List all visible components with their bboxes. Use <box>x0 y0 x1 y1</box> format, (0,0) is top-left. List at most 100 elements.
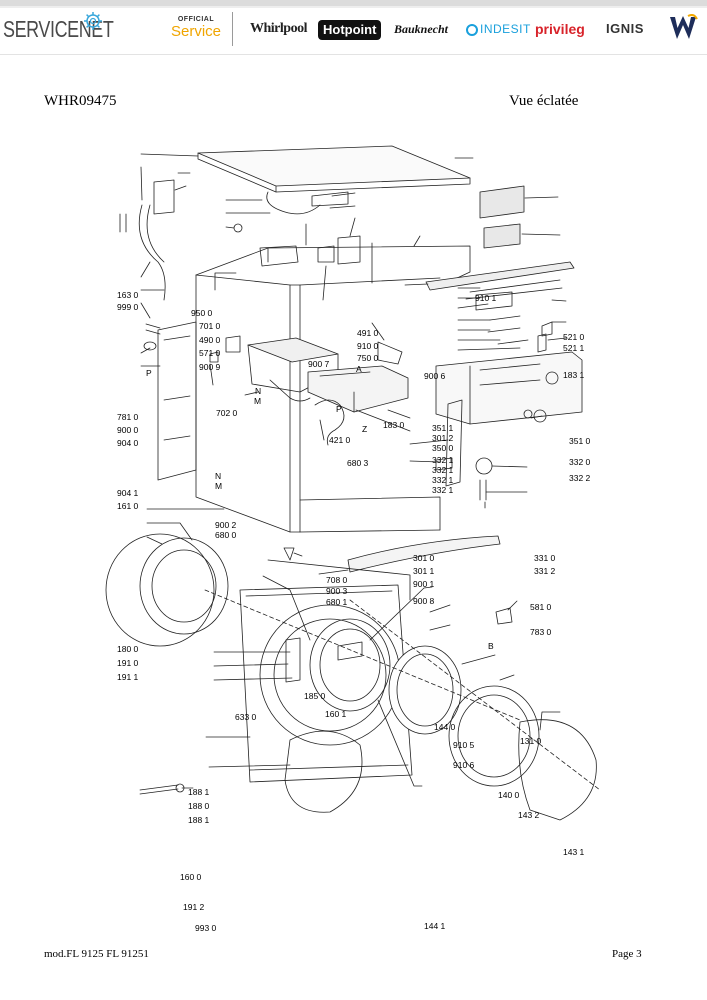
header-stripe-light <box>0 6 707 8</box>
callout-900-2: 900 2 <box>215 520 237 530</box>
callout-332-1-c: 332 1 <box>432 475 454 485</box>
callout-188-0: 188 0 <box>188 801 210 811</box>
callout-900-0: 900 0 <box>117 425 139 435</box>
callout-140-0: 140 0 <box>498 790 520 800</box>
header-bottom-rule <box>0 54 707 55</box>
callout-350-0: 350 0 <box>432 443 454 453</box>
callout-191-2: 191 2 <box>183 902 205 912</box>
official-label: OFFICIAL <box>177 16 215 23</box>
callout-999-0: 999 0 <box>117 302 139 312</box>
callout-180-0: 180 0 <box>117 644 139 654</box>
callout-332-2: 332 2 <box>569 473 591 483</box>
callout-160-0: 160 0 <box>180 872 202 882</box>
callout-144-1: 144 1 <box>424 921 446 931</box>
marker-m-left: M <box>215 481 223 491</box>
indesit-ring-icon <box>466 24 478 36</box>
marker-n-top: N <box>255 386 262 396</box>
callout-900-6: 900 6 <box>424 371 446 381</box>
callout-491-0: 491 0 <box>357 328 379 338</box>
header-divider <box>232 12 233 46</box>
callout-351-0: 351 0 <box>569 436 591 446</box>
footer-model: mod.FL 9125 FL 91251 <box>44 948 149 960</box>
callout-521-1: 521 1 <box>563 343 585 353</box>
callout-900-3: 900 3 <box>326 586 348 596</box>
callout-750-0: 750 0 <box>357 353 379 363</box>
marker-p-right: P <box>336 404 342 414</box>
callout-332-1-d: 332 1 <box>432 485 454 495</box>
brand-ignis: IGNIS <box>606 21 644 36</box>
marker-z: Z <box>362 424 368 434</box>
callout-680-3: 680 3 <box>347 458 369 468</box>
callout-331-0: 331 0 <box>534 553 556 563</box>
marker-n-left: N <box>215 471 222 481</box>
callout-910-1: 910 1 <box>475 293 497 303</box>
callout-702-0: 702 0 <box>216 408 238 418</box>
callout-910-5: 910 5 <box>453 740 475 750</box>
callout-680-0: 680 0 <box>215 530 237 540</box>
brand-indesit: INDESIT <box>466 18 531 40</box>
callout-680-1: 680 1 <box>326 597 348 607</box>
callout-708-0: 708 0 <box>326 575 348 585</box>
callout-904-0: 904 0 <box>117 438 139 448</box>
callout-904-1: 904 1 <box>117 488 139 498</box>
model-code: WHR09475 <box>44 93 117 109</box>
header-stripe <box>0 0 707 6</box>
callout-160-1: 160 1 <box>325 709 347 719</box>
brand-privileg: privileg <box>535 21 585 37</box>
callout-163-0: 163 0 <box>117 290 139 300</box>
service-label: Service <box>170 23 222 40</box>
callout-351-1: 351 1 <box>432 423 454 433</box>
callout-521-0: 521 0 <box>563 332 585 342</box>
callout-188-1-a: 188 1 <box>188 787 210 797</box>
callout-331-2: 331 2 <box>534 566 556 576</box>
callout-183-1: 183 1 <box>563 370 585 380</box>
callout-332-0: 332 0 <box>569 457 591 467</box>
callout-301-2: 301 2 <box>432 433 454 443</box>
page-number: Page 3 <box>612 948 642 960</box>
callout-490-0: 490 0 <box>199 335 221 345</box>
callout-781-0: 781 0 <box>117 412 139 422</box>
callout-900-8: 900 8 <box>413 596 435 606</box>
callout-131-0: 131 0 <box>520 736 542 746</box>
brand-hotpoint: Hotpoint <box>318 20 382 40</box>
whirlpool-w-logo <box>670 14 698 39</box>
callout-581-0: 581 0 <box>530 602 552 612</box>
callout-185-0: 185 0 <box>304 691 326 701</box>
callout-993-0: 993 0 <box>195 923 217 933</box>
callout-900-7: 900 7 <box>308 359 330 369</box>
brand-bauknecht: Bauknecht <box>394 22 449 36</box>
callout-301-0: 301 0 <box>413 553 435 563</box>
callout-188-1-b: 188 1 <box>188 815 210 825</box>
callout-191-0: 191 0 <box>117 658 139 668</box>
callout-910-0: 910 0 <box>357 341 379 351</box>
callout-332-1-a: 332 1 <box>432 455 454 465</box>
official-service-badge: OFFICIAL Service <box>169 16 223 39</box>
callout-783-0: 783 0 <box>530 627 552 637</box>
callout-571-0: 571 0 <box>199 348 221 358</box>
callout-900-9: 900 9 <box>199 362 221 372</box>
marker-a: A <box>356 364 362 374</box>
callout-332-1-b: 332 1 <box>432 465 454 475</box>
marker-m-top: M <box>254 396 262 406</box>
brand-indesit-label: INDESIT <box>480 22 531 36</box>
callout-183-0: 183 0 <box>383 420 405 430</box>
exploded-view-diagram: 163 0 999 0 950 0 701 0 490 0 571 0 900 … <box>0 140 707 933</box>
callout-701-0: 701 0 <box>199 321 221 331</box>
brand-header: SERVICENET OFFICIAL Service Whirlpool Ho… <box>0 0 707 56</box>
view-title: Vue éclatée <box>509 93 579 109</box>
callout-421-0: 421 0 <box>329 435 351 445</box>
marker-p-left: P <box>146 368 152 378</box>
callout-950-0: 950 0 <box>191 308 213 318</box>
callout-301-1: 301 1 <box>413 566 435 576</box>
callout-144-0: 144 0 <box>434 722 456 732</box>
callout-191-1: 191 1 <box>117 672 139 682</box>
gear-icon <box>84 12 102 30</box>
callout-633-0: 633 0 <box>235 712 257 722</box>
callout-910-6: 910 6 <box>453 760 475 770</box>
brand-whirlpool: Whirlpool <box>250 21 307 36</box>
callout-143-1: 143 1 <box>563 847 585 857</box>
callout-161-0: 161 0 <box>117 501 139 511</box>
marker-b: B <box>488 641 494 651</box>
callout-143-2: 143 2 <box>518 810 540 820</box>
exploded-view-drawing <box>105 145 601 821</box>
